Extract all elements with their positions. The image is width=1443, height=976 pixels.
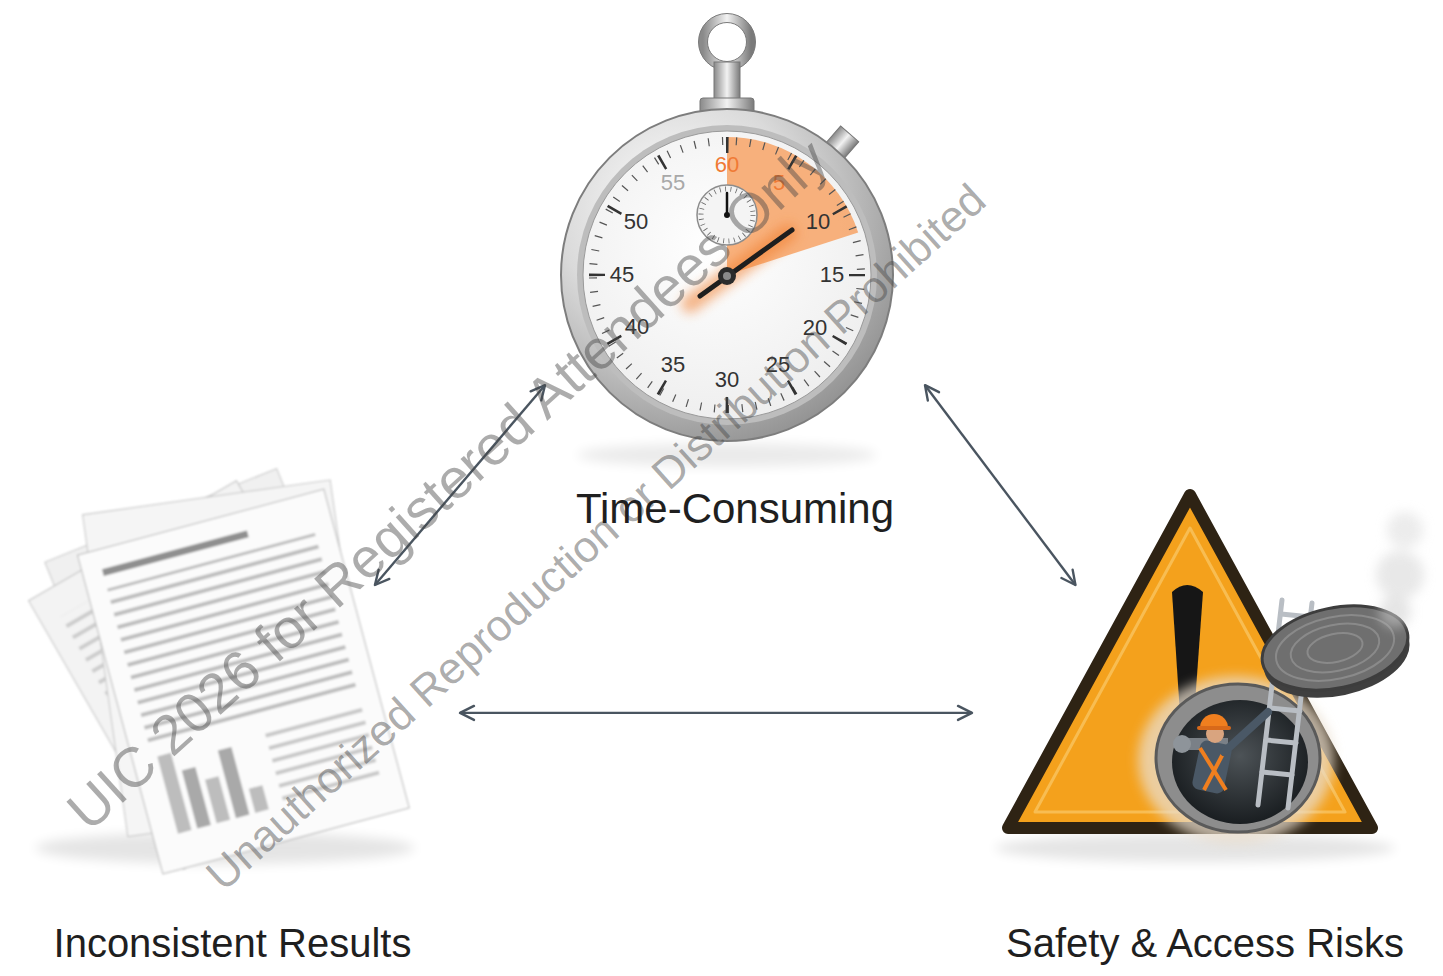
warning-manhole-illustration <box>1387 512 1423 548</box>
dial-number: 55 <box>661 172 685 194</box>
node-label: Inconsistent Results <box>54 920 412 966</box>
warning-manhole-illustration <box>1305 628 1366 667</box>
concept-node: Safety & Access Risks <box>972 585 1438 968</box>
warning-manhole-illustration <box>1286 616 1384 680</box>
double-arrow <box>460 712 972 714</box>
worker-figure <box>1224 712 1268 752</box>
worker-figure <box>1200 714 1228 728</box>
worker-figure <box>1197 726 1231 730</box>
paper-stack-illustration <box>205 776 230 823</box>
warning-manhole-illustration <box>1138 676 1334 844</box>
stopwatch-illustration <box>714 62 740 102</box>
double-arrow <box>925 385 1075 585</box>
node-label: Time-Consuming <box>576 485 894 533</box>
watermark-text: Unauthorized Reproduction or Distributio… <box>199 176 994 898</box>
dial-number: 50 <box>624 211 648 233</box>
dial-number: 10 <box>806 211 830 233</box>
stopwatch-illustration <box>708 23 747 62</box>
warning-manhole-illustration <box>995 834 1395 862</box>
warning-manhole-illustration <box>1262 772 1292 775</box>
warning-manhole-illustration <box>995 495 1424 862</box>
stopwatch-illustration <box>703 18 751 66</box>
warning-manhole-illustration <box>1376 512 1424 628</box>
paper-stack-illustration <box>182 767 211 829</box>
warning-manhole-illustration <box>1270 708 1300 711</box>
node-label: Safety & Access Risks <box>1006 920 1404 966</box>
dial-number: 15 <box>820 264 844 286</box>
warning-manhole-illustration <box>1254 593 1415 702</box>
warning-manhole-illustration <box>1379 596 1411 628</box>
warning-manhole-illustration <box>1254 593 1417 710</box>
paper-stack-illustration <box>218 747 250 818</box>
worker-figure <box>1191 712 1268 795</box>
warning-manhole-illustration <box>1173 735 1191 753</box>
dial-number: 35 <box>661 354 685 376</box>
warning-manhole-illustration <box>1376 551 1424 599</box>
warning-manhole-illustration <box>1266 740 1296 743</box>
dial-number: 60 <box>715 154 739 176</box>
